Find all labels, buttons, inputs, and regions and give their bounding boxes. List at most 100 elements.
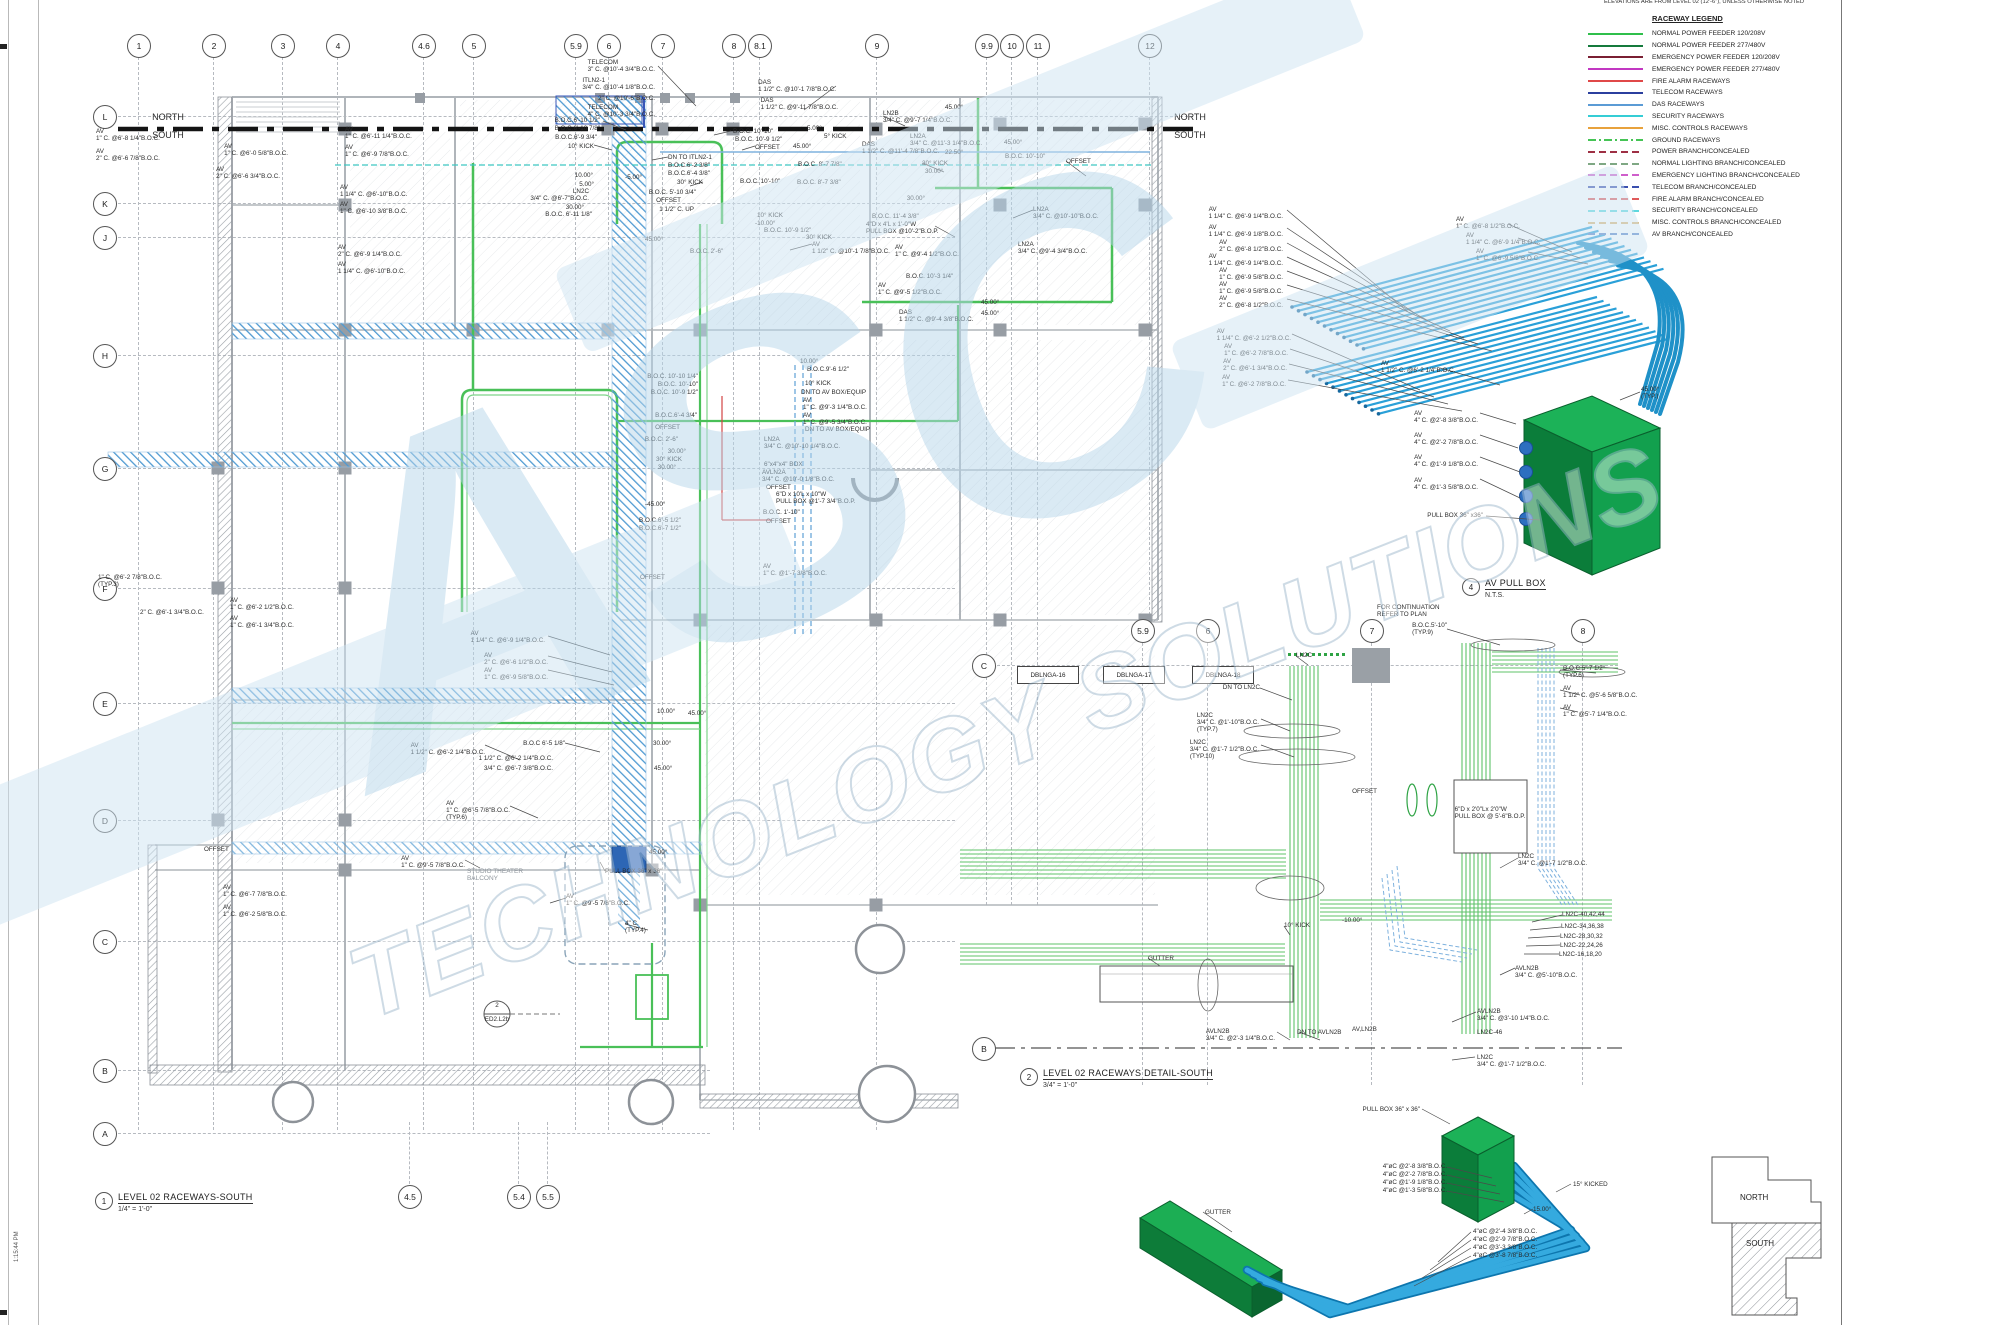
grid-bubble-row-E: E <box>93 692 117 716</box>
legend-item: TELECOM RACEWAYS <box>1588 87 1800 99</box>
annotation: AV 1 1/4" C. @6'-10"B.O.C. <box>338 261 406 276</box>
sheet-tick-bottom <box>0 1310 7 1315</box>
legend-swatch <box>1588 150 1643 153</box>
annotation: 30° KICK <box>922 160 948 167</box>
grid-line <box>1371 643 1372 1085</box>
grid-bubble-row-B: B <box>972 1037 996 1061</box>
annotation: 10.00° <box>574 172 593 179</box>
annotation: 10° KICK <box>568 143 594 150</box>
grid-bubble-col-7: 7 <box>651 34 675 58</box>
annotation: PULL BOX 36" x 36" <box>605 868 663 875</box>
legend-swatch <box>1588 68 1643 71</box>
legend-swatch <box>1588 127 1643 130</box>
legend-item: GROUND RACEWAYS <box>1588 134 1800 146</box>
annotation: B.O.C.6'-7 1/2" <box>639 525 681 532</box>
raceway-legend: RACEWAY LEGEND NORMAL POWER FEEDER 120/2… <box>1588 14 1800 240</box>
legend-swatch <box>1588 162 1643 165</box>
annotation: -45.00° <box>645 501 666 508</box>
annotation: 30° KICK <box>677 179 703 186</box>
grid-bubble-col-6: 6 <box>597 34 621 58</box>
annotation: AV 2" C. @6'-8 1/2"B.O.C. <box>1219 295 1283 310</box>
annotation: 30° KICK <box>656 456 682 463</box>
annotation: AV 1" C. @6'-9 5/8"B.O.C. <box>1219 267 1283 282</box>
annotation: B.O.C. 10'-10" <box>657 381 698 388</box>
annotation: B.O.C. 11'-4 3/8" <box>872 213 919 220</box>
grid-bubble-col-11: 11 <box>1026 34 1050 58</box>
legend-label: MISC. CONTROLS RACEWAYS <box>1652 124 1748 132</box>
annotation: B.O.C.6'-9 3/4" <box>555 134 597 141</box>
annotation: AV 1" C. @6'-10 3/8"B.O.C. <box>340 201 408 216</box>
annotation: OFFSET <box>766 484 791 491</box>
annotation: 45.00° <box>645 236 664 243</box>
annotation: B.O.C.6'-4 3/8" <box>668 170 710 177</box>
grid-bubble-col-6: 6 <box>1196 619 1220 643</box>
annotation: 4"D x 4'L x 1'-0"W PULL BOX @10'-2"B.O.P… <box>866 221 939 236</box>
annotation: LN2C <box>572 188 589 195</box>
annotation: B.O.C. 8'-7 3/8" <box>797 179 841 186</box>
annotation: LN2C-34,36,38 <box>1561 923 1604 930</box>
annotation: DN TO AV BOX/EQUIP <box>805 426 871 433</box>
annotation: AV 1" C. @9'-5 3/4"B.O.C. <box>803 412 867 427</box>
grid-line <box>118 1133 710 1134</box>
annotation: DN TO ITLN2-1 <box>668 154 712 161</box>
legend-item: EMERGENCY POWER FEEDER 277/480V <box>1588 63 1800 75</box>
annotation: DN TO AV BOX/EQUIP <box>801 389 867 396</box>
panel-DBLNGA-16: DBLNGA-16 <box>1017 666 1079 684</box>
annotation: 45.00° <box>1004 139 1023 146</box>
legend-label: NORMAL POWER FEEDER 120/208V <box>1652 30 1766 38</box>
legend-label: DAS RACEWAYS <box>1652 101 1705 109</box>
annotation: AV 1" C. @9'-3 1/4"B.O.C. <box>803 397 867 412</box>
grid-bubble-row-C: C <box>972 654 996 678</box>
legend-label: EMERGENCY POWER FEEDER 277/480V <box>1652 65 1780 73</box>
annotation: 6"D x 2'0"Lx 2'0"W PULL BOX @ 5'-6"B.O.P… <box>1454 806 1526 821</box>
annotation: 15° KICKED <box>1573 1181 1608 1188</box>
legend-swatch <box>1588 115 1643 118</box>
annotation: PULL BOX 36" x 36" <box>1362 1106 1420 1113</box>
detail4-title-text: AV PULL BOX <box>1485 578 1546 590</box>
detail2-title: 2 LEVEL 02 RACEWAYS DETAIL-SOUTH 3/4" = … <box>1020 1068 1214 1089</box>
annotation: OFFSET <box>1066 158 1091 165</box>
annotation: 45.00° <box>981 299 1000 306</box>
annotation: B.O.C.6'-4 3/4" <box>655 412 697 419</box>
annotation: AV 4" C. @1'-9 1/8"B.O.C. <box>1414 454 1478 469</box>
annotation: DAS 1 1/2" C. @9'-11 7/8"B.O.C. <box>760 97 838 112</box>
annotation: LN2C-22,24,26 <box>1560 942 1603 949</box>
annotation: AV 1 1/4" C. @6'-9 1/4"B.O.C. <box>1208 253 1283 268</box>
panel-DBLNGA-18: DBLNGA-18 <box>1192 666 1254 684</box>
annotation: AV,LN2B <box>1352 1026 1377 1033</box>
annotation: 4" C. (TYP.4) <box>625 920 646 935</box>
annotation: LN2B 3/4" C. @9'-7 1/4"B.O.C. <box>883 110 953 125</box>
annotation: AV 4" C. @2'-2 7/8"B.O.C. <box>1414 432 1478 447</box>
annotation: B.O.C.6'-5 1/2" <box>639 517 681 524</box>
grid-bubble-col-1: 1 <box>127 34 151 58</box>
annotation: AV 1" C. @1'-7 3/8"B.O.C. <box>763 563 827 578</box>
annotation: SOUTH <box>152 130 184 140</box>
annotation: AV 1" C. @9'-4 1/2"B.O.C. <box>895 244 959 259</box>
grid-bubble-col-4: 4 <box>326 34 350 58</box>
annotation: AV 2" C. @6'-6 7/8"B.O.C. <box>96 148 160 163</box>
annotation: AV 1" C. @6'-8 1/2"B.O.C. <box>1456 216 1520 231</box>
legend-label: FIRE ALARM BRANCH/CONCEALED <box>1652 195 1764 203</box>
grid-bubble-row-B: B <box>93 1059 117 1083</box>
annotation: B.O.C. 10'-9 1/2" <box>764 227 812 234</box>
legend-item: FIRE ALARM BRANCH/CONCEALED <box>1588 193 1800 205</box>
grid-line <box>1582 643 1583 1085</box>
annotation: LN2C 3/4" C. @1'-7 1/2"B.O.C. <box>1518 853 1588 868</box>
annotation: OFFSET <box>656 197 681 204</box>
annotation: 30.00° <box>657 464 676 471</box>
legend-swatch <box>1588 139 1643 142</box>
grid-bubble-col-12: 12 <box>1138 34 1162 58</box>
legend-item: MISC. CONTROLS BRANCH/CONCEALED <box>1588 217 1800 229</box>
iso4-bend-tubes <box>1576 241 1685 416</box>
annotation: B.O.C. 2'-6" <box>644 436 678 443</box>
annotation: 4"øC @2'-8 3/8"B.O.C. <box>1382 1163 1447 1170</box>
annotation: AV 1" C. @6'-5 7/8"B.O.C. (TYP.6) <box>446 800 510 822</box>
grid-bubble-col-4.5: 4.5 <box>398 1185 422 1209</box>
detail4-title: 4 AV PULL BOX N.T.S. <box>1462 578 1546 599</box>
annotation: GUTTER <box>1148 955 1174 962</box>
plan1-title-text: LEVEL 02 RACEWAYS-SOUTH <box>118 1192 253 1204</box>
annotation: B.O.C. 8'-7 7/8" <box>798 161 842 168</box>
fire-alarm-raceway <box>721 396 772 521</box>
legend-label: FIRE ALARM RACEWAYS <box>1652 77 1731 85</box>
detail2-title-text: LEVEL 02 RACEWAYS DETAIL-SOUTH <box>1043 1068 1214 1080</box>
